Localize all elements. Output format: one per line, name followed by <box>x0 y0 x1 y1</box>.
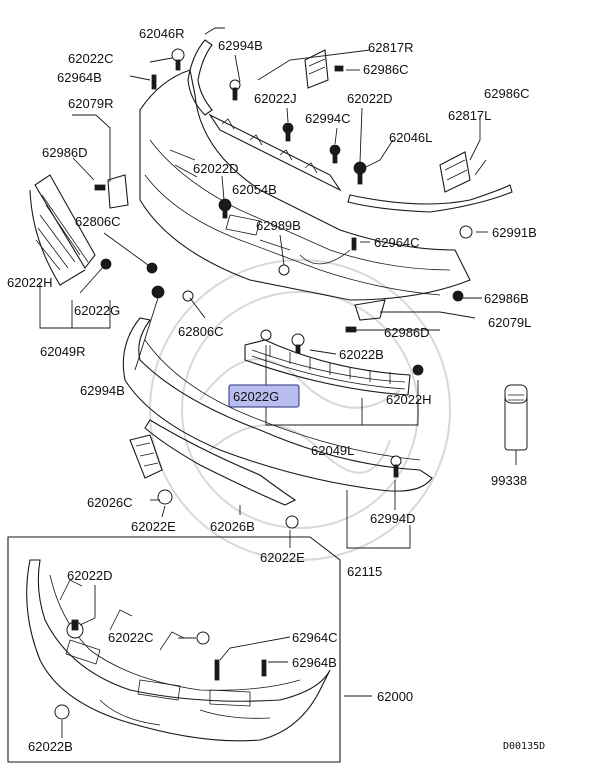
part-62817R-bracket <box>304 49 329 89</box>
part-62046R-strip <box>187 39 213 116</box>
part-62115-lip <box>122 317 433 492</box>
fastener-icons <box>94 48 473 529</box>
screw-icon <box>334 65 344 72</box>
inset-bumper-assembly <box>7 536 372 763</box>
label-62079L: 62079L <box>488 315 531 330</box>
label-62022E-mid: 62022E <box>260 550 305 565</box>
label-62964C-mid: 62964C <box>374 235 420 250</box>
label-62994D: 62994D <box>370 511 416 526</box>
label-62817L: 62817L <box>448 108 491 123</box>
label-62806C-mid: 62806C <box>178 324 224 339</box>
clip-icon <box>452 290 464 302</box>
label-62986B: 62986B <box>484 291 529 306</box>
label-62054B: 62054B <box>232 182 277 197</box>
part-62026B-strip <box>144 419 297 506</box>
label-62049R: 62049R <box>40 344 86 359</box>
part-62026C-bracket <box>129 434 163 479</box>
part-62049L-grille <box>244 339 411 396</box>
screw-icon <box>214 659 220 681</box>
label-62022J: 62022J <box>254 91 297 106</box>
label-62022H-right: 62022H <box>386 392 432 407</box>
label-62022B-mid: 62022B <box>339 347 384 362</box>
part-labels: 62046R 62022C 62964B 62079R 62994B 62817… <box>7 26 545 754</box>
clip-icon <box>146 262 158 274</box>
clip-icon <box>285 515 299 529</box>
part-99338-paint-bottle <box>504 384 528 465</box>
label-62026B: 62026B <box>210 519 255 534</box>
part-62817L-bracket <box>439 151 471 193</box>
label-62994B-top: 62994B <box>218 38 263 53</box>
clip-icon <box>218 198 232 219</box>
clip-icon <box>157 489 173 505</box>
clip-icon <box>260 329 272 341</box>
clip-icon <box>291 333 305 354</box>
label-62964C-inset: 62964C <box>292 630 338 645</box>
label-62046L: 62046L <box>389 130 432 145</box>
clip-icon <box>390 455 402 478</box>
screw-icon <box>351 237 357 251</box>
label-62994B-mid: 62994B <box>80 383 125 398</box>
label-62989B: 62989B <box>256 218 301 233</box>
part-62049R-grille <box>29 174 96 286</box>
part-62079R-bracket <box>107 174 129 209</box>
clip-icon <box>66 619 84 639</box>
part-62054B-bracket <box>208 113 342 192</box>
part-62046L-strip <box>347 184 513 213</box>
clip-icon <box>412 364 424 376</box>
label-62022D-top: 62022D <box>347 91 393 106</box>
screw-icon <box>261 659 267 677</box>
screw-icon <box>151 74 157 90</box>
label-62022D-inset: 62022D <box>67 568 113 583</box>
drawing-code: D00135D <box>503 741 545 752</box>
label-62986C-top: 62986C <box>363 62 409 77</box>
screw-icon <box>345 326 357 333</box>
label-99338: 99338 <box>491 473 527 488</box>
label-62022G-left: 62022G <box>74 303 120 318</box>
label-62986D-left: 62986D <box>42 145 88 160</box>
clip-icon <box>353 161 367 185</box>
clip-icon <box>151 285 165 299</box>
label-62994C: 62994C <box>305 111 351 126</box>
clip-icon <box>282 122 294 142</box>
clip-icon <box>196 631 210 645</box>
part-62079L-bracket <box>354 299 386 321</box>
clip-icon <box>459 225 473 239</box>
label-62991B: 62991B <box>492 225 537 240</box>
label-62026C: 62026C <box>87 495 133 510</box>
label-62986D-right: 62986D <box>384 325 430 340</box>
clip-icon <box>229 79 241 101</box>
label-62986C-right: 62986C <box>484 86 530 101</box>
screw-icon <box>94 184 106 191</box>
label-62964B-inset: 62964B <box>292 655 337 670</box>
label-62022C-inset: 62022C <box>108 630 154 645</box>
clip-icon <box>278 264 290 276</box>
label-62079R: 62079R <box>68 96 114 111</box>
label-62806C-top: 62806C <box>75 214 121 229</box>
clip-icon <box>171 48 185 71</box>
label-62022D-mid: 62022D <box>193 161 239 176</box>
clip-icon <box>329 144 341 164</box>
label-62022G-highlight: 62022G <box>233 389 279 404</box>
label-62964B-top: 62964B <box>57 70 102 85</box>
label-62000: 62000 <box>377 689 413 704</box>
label-62049L: 62049L <box>311 443 354 458</box>
label-62022B-inset: 62022B <box>28 739 73 754</box>
label-62022E-left: 62022E <box>131 519 176 534</box>
label-62022H-left: 62022H <box>7 275 53 290</box>
label-62046R: 62046R <box>139 26 185 41</box>
clip-icon <box>54 704 70 720</box>
label-62022C-top: 62022C <box>68 51 114 66</box>
label-62115: 62115 <box>347 564 382 579</box>
highlight-box <box>228 384 300 408</box>
label-62817R: 62817R <box>368 40 414 55</box>
upper-fascia-drawing <box>139 69 471 301</box>
